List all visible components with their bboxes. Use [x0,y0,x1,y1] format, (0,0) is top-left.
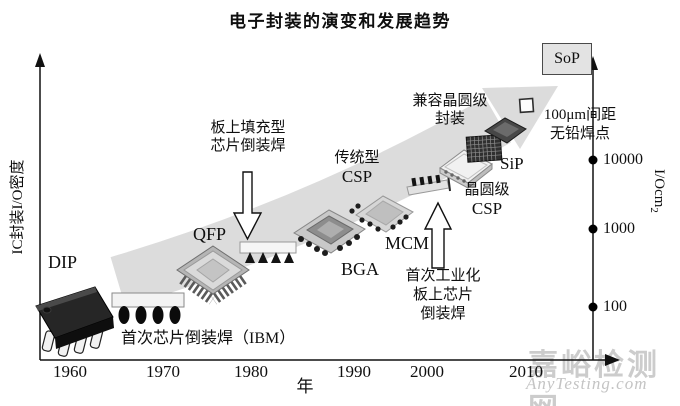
r-tick-1000: 1000 [603,220,635,237]
mcm-chip-icon [349,195,414,233]
diagram-title: 电子封装的演变和发展趋势 [229,12,451,31]
label-wlcsp-line1: 晶圆级 [464,182,510,198]
axis-x [40,354,620,366]
note-industrial-line2: 板上芯片 [412,287,473,303]
note-industrial-line1: 首次工业化 [405,268,481,284]
y-right-axis-label-sub: 2 [648,207,660,213]
note-solder-line1: 100μm间距 [543,107,617,123]
label-wlcsp-line2: CSP [471,199,503,218]
note-underfill-line1: 板上填充型 [210,120,286,136]
label-dip: DIP [48,252,78,272]
bga-chip-icon [293,209,366,256]
flip-chip-board-icon [406,173,451,196]
sip-chip-icon [484,117,527,144]
note-industrial-line3: 倒装焊 [420,306,466,322]
x-tick-1990: 1990 [337,362,371,381]
flip-chip-underfill-icon [239,241,297,263]
dip-chip-icon [35,286,114,357]
label-compat-wlp: 兼容晶圆级 封装 [400,92,500,128]
note-first-flip-chip: 首次芯片倒装焊（IBM） [121,330,296,347]
label-trad-csp-line2: CSP [341,167,373,186]
x-tick-1970: 1970 [146,362,180,381]
label-compat-wlp-line2: 封装 [434,111,465,127]
y-right-axis-label-main: I/Ocm [651,169,667,208]
label-bga: BGA [341,259,380,279]
axis-right [588,56,598,360]
note-solder-line2: 无铅焊点 [549,126,610,142]
y-right-axis-label: I/Ocm2 [648,159,667,223]
note-underfill-line2: 芯片倒装焊 [210,138,286,154]
label-mcm: MCM [385,233,430,253]
r-tick-10000: 10000 [603,151,643,168]
bga-array-chip-icon [465,134,503,163]
y-left-axis-label: IC封装I/O密度 [10,159,26,255]
label-trad-csp: 传统型 CSP [322,149,392,187]
label-qfp: QFP [193,224,227,244]
flip-chip-ibm-icon [111,292,185,324]
label-sip: SiP [500,154,524,173]
qfp-chip-icon [176,245,250,305]
watermark-en: AnyTesting.com [526,374,648,393]
note-solder: 100μm间距 无铅焊点 [530,106,630,144]
sop-box: SoP [542,43,592,75]
x-tick-2010: 2010 [509,362,543,381]
x-tick-2000: 2000 [410,362,444,381]
label-trad-csp-line1: 传统型 [334,150,380,166]
x-tick-1980: 1980 [234,362,268,381]
trend-arrow [110,86,558,307]
label-compat-wlp-line1: 兼容晶圆级 [412,93,488,109]
up-arrow-icon [423,201,453,269]
label-wlcsp: 晶圆级 CSP [455,181,519,219]
note-industrial: 首次工业化 板上芯片 倒装焊 [398,267,488,324]
x-axis-label: 年 [296,377,314,396]
down-arrow-icon [232,171,263,241]
note-underfill: 板上填充型 芯片倒装焊 [198,119,298,155]
r-tick-100: 100 [603,298,627,315]
label-sop: SoP [554,50,580,67]
small-die-icon [518,97,535,114]
x-tick-1960: 1960 [53,362,87,381]
